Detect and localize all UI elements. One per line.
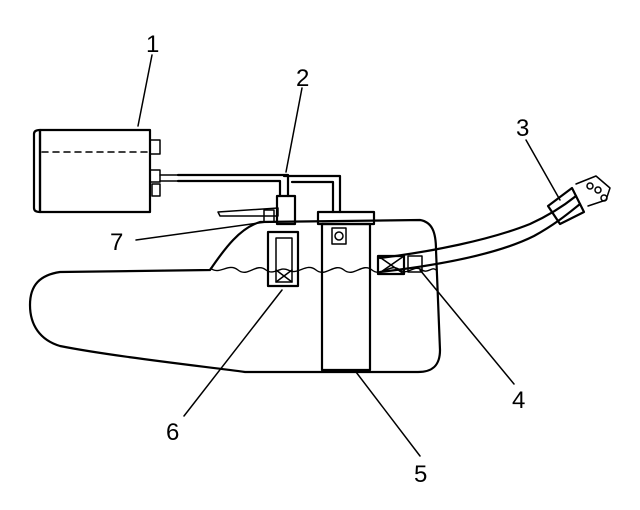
callout-6: 6 bbox=[166, 419, 179, 446]
fuel-level-line bbox=[209, 266, 437, 273]
fuel-pump-module bbox=[316, 210, 376, 372]
callout-1: 1 bbox=[146, 31, 159, 58]
filler-pipe bbox=[378, 175, 611, 274]
callout-5: 5 bbox=[414, 461, 427, 488]
evap-canister bbox=[32, 128, 179, 214]
callout-7: 7 bbox=[110, 229, 123, 256]
vapor-tube bbox=[176, 173, 342, 214]
fuel-tank bbox=[28, 218, 442, 374]
callout-3: 3 bbox=[516, 115, 529, 142]
leader-lines bbox=[135, 54, 561, 457]
callout-2: 2 bbox=[296, 65, 309, 92]
callout-4: 4 bbox=[512, 387, 525, 414]
pressure-sensor bbox=[266, 230, 300, 288]
rollover-valve bbox=[217, 194, 297, 226]
check-valve bbox=[376, 254, 423, 276]
